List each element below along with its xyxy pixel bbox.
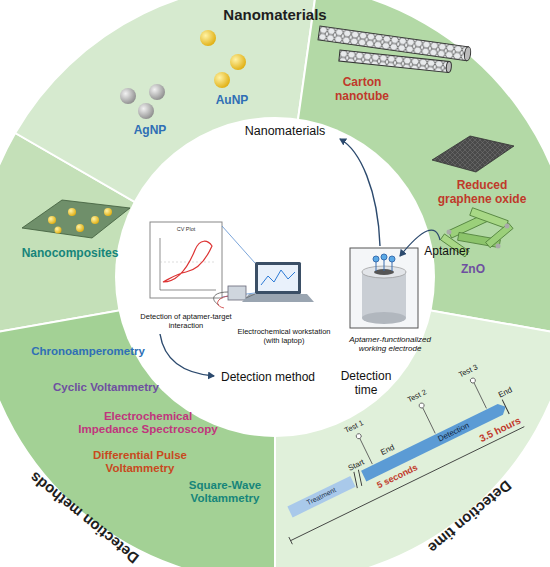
method-name: Square-Wave Voltammetry [175,479,275,505]
material-name: Reduced graphene oxide [430,179,534,207]
material-name: AuNP [216,94,249,108]
method-name: Cyclic Voltammetry [53,381,159,394]
method-name: Differential Pulse Voltammetry [73,449,208,475]
title-text: Nanomaterials [223,6,326,23]
material-name: ZnO [461,263,485,277]
part-caption: Aptamer-functionalized working electrode [342,335,438,353]
method-name: Chronoamperometry [31,345,145,358]
method-name: Electrochemical Impedance Spectroscopy [73,410,223,436]
material-name: Nanocomposites [22,247,119,261]
section-label: Detection time [335,370,397,398]
sector-title: Nanomaterials [219,4,330,25]
part-caption: Electrochemical workstation (with laptop… [234,328,334,345]
part-label: Aptamer [424,245,469,259]
material-name: AgNP [134,124,167,138]
plot-title: CV Plot [177,226,196,232]
section-label: Nanomaterials [245,124,326,138]
part-caption: Detection of aptamer-target interaction [132,313,240,330]
section-label: Detection method [221,371,315,385]
material-name: Carton nanotube [327,76,397,104]
